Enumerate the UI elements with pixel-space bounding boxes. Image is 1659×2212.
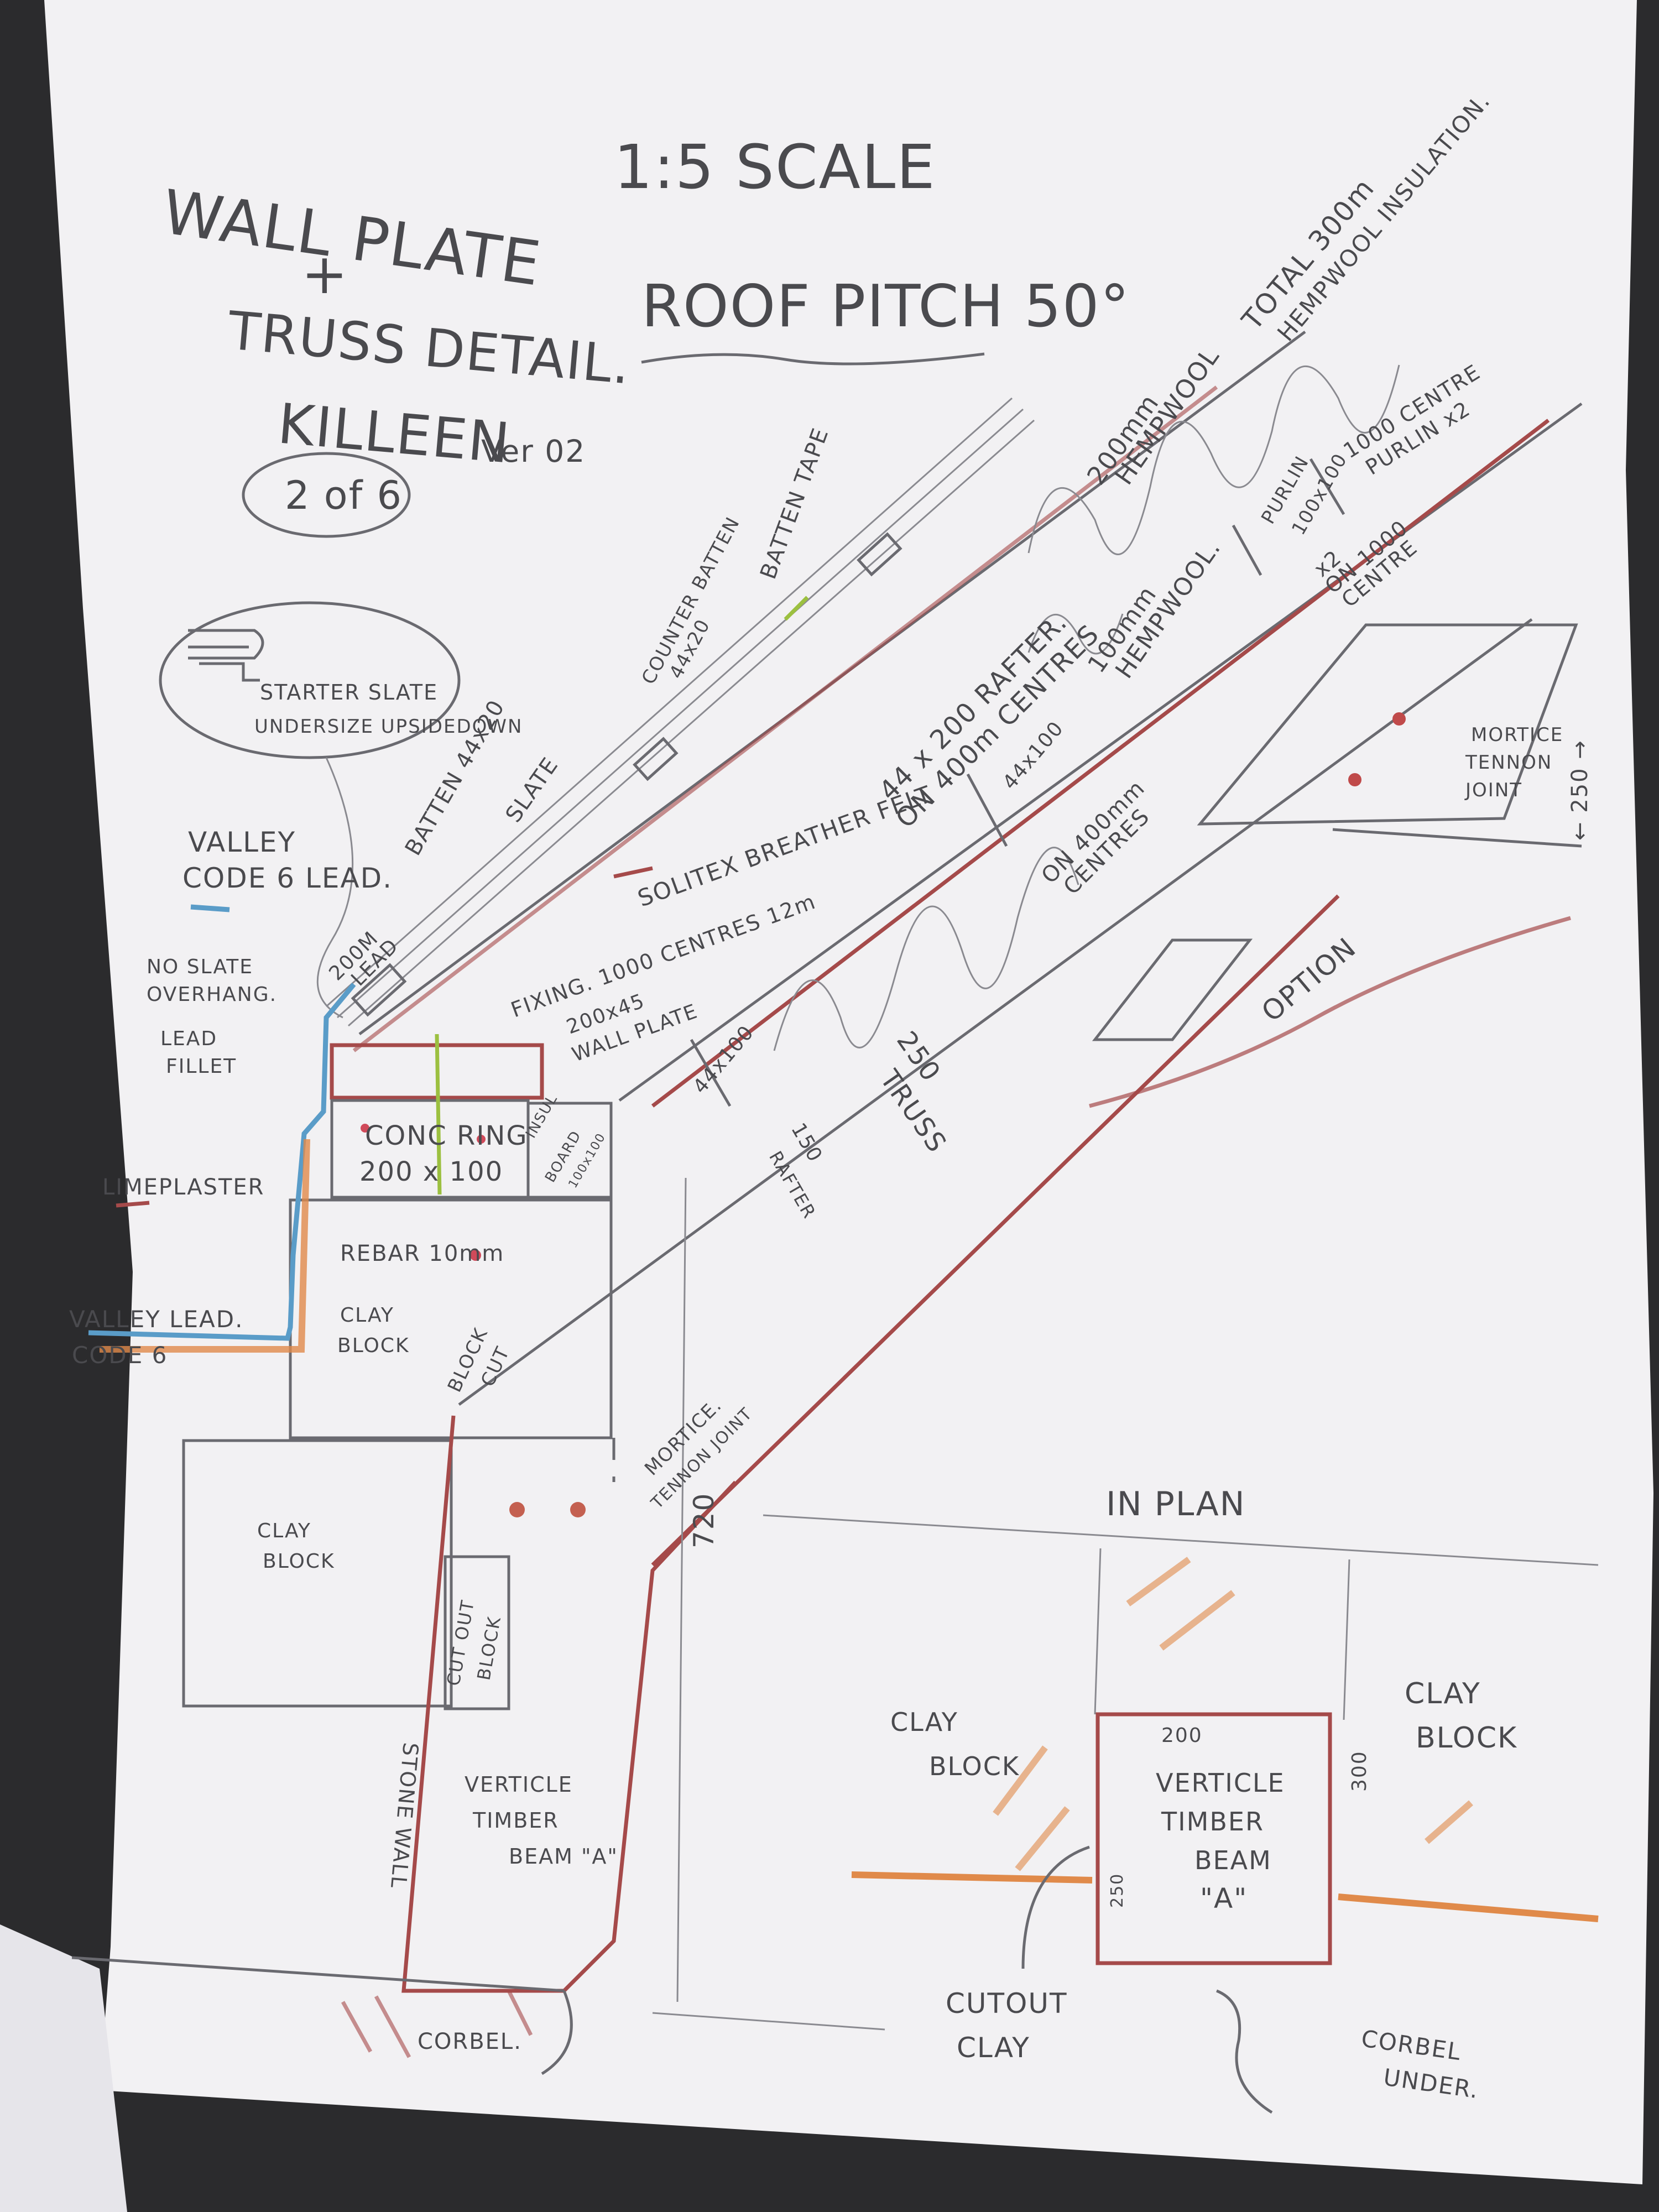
lead-fillet-label-2: FILLET	[166, 1055, 237, 1078]
roof-section	[326, 330, 1583, 1567]
conc-ring-size: 200 x 100	[359, 1156, 503, 1187]
no-overhang-label: NO SLATE	[147, 956, 253, 978]
clay-block-upper-label: CLAY	[340, 1304, 394, 1327]
lead-fillet-label: LEAD	[160, 1027, 217, 1050]
lime-plaster	[100, 1139, 310, 1353]
valley-lead-label-2: CODE 6 LEAD.	[182, 862, 393, 894]
clay-block-upper-label-2: BLOCK	[337, 1334, 410, 1357]
rebar-dot	[470, 1250, 481, 1261]
clay-block-lower-label-2: BLOCK	[263, 1550, 335, 1573]
roof-pitch-label: ROOF PITCH 50°	[641, 273, 1130, 340]
valley-lead-bottom-label-2: CODE 6	[72, 1342, 168, 1369]
corbel-label: CORBEL.	[418, 2029, 522, 2054]
plan-beam-label-4: "A"	[1200, 1882, 1248, 1914]
mortice-upper-label: MORTICE	[1471, 724, 1563, 746]
plan-clay-right: CLAY	[1405, 1677, 1481, 1710]
starter-slate-label: STARTER SLATE	[260, 680, 438, 705]
plan-dim-200: 200	[1161, 1724, 1203, 1747]
title-plus: +	[301, 242, 349, 306]
plan-clay-left-2: BLOCK	[929, 1751, 1020, 1781]
paper-corner-left	[0, 1924, 127, 2212]
starter-slate-label-2: UNDERSIZE UPSIDEDOWN	[254, 716, 523, 738]
plan-beam-label-2: TIMBER	[1161, 1807, 1264, 1837]
starter-slate-callout	[159, 601, 461, 759]
beam-label-3: BEAM "A"	[509, 1844, 618, 1869]
plan-clay-right-2: BLOCK	[1416, 1721, 1517, 1755]
conc-ring-label: CONC RING	[365, 1120, 528, 1151]
title-block: WALL PLATE + TRUSS DETAIL. KILLEEN Ver 0…	[158, 132, 1130, 538]
wall-section	[71, 904, 885, 2075]
rebar-label: REBAR 10mm	[340, 1241, 504, 1266]
sheet-number: 2 of 6	[285, 473, 403, 518]
valley-lead	[88, 983, 356, 1341]
dimension-720-label: 720	[688, 1493, 720, 1548]
scale-label: 1:5 SCALE	[614, 132, 936, 202]
no-overhang-label-2: OVERHANG.	[147, 983, 277, 1006]
version-label: Ver 02	[481, 434, 586, 469]
plan-cutout-label-2: CLAY	[957, 2032, 1030, 2064]
plan-cutout-label: CUTOUT	[946, 1987, 1068, 2020]
clay-block-lower	[182, 1439, 453, 1708]
hempwool-insulation	[773, 364, 1400, 1051]
valley-lead-bottom-label: VALLEY LEAD.	[69, 1306, 243, 1333]
plan-dim-250: 250	[1108, 1873, 1127, 1908]
vertical-timber-beam-outline	[401, 1415, 737, 1993]
mortice-upper-label-3: JOINT	[1464, 779, 1522, 801]
valley-lead-label: VALLEY	[188, 826, 296, 858]
plan-clay-left: CLAY	[890, 1707, 958, 1737]
beam-label-2: TIMBER	[472, 1808, 559, 1833]
sheet-number-circle	[242, 452, 411, 538]
plan-title: IN PLAN	[1106, 1485, 1246, 1524]
plan-dim-300: 300	[1348, 1750, 1371, 1792]
dimension-720	[676, 1177, 687, 2002]
limeplaster-label: LIMEPLASTER	[102, 1175, 264, 1200]
beam-label: VERTICLE	[465, 1772, 573, 1797]
insulation-board	[526, 1102, 613, 1199]
roof-pitch-underline	[641, 352, 985, 366]
cut-out-block	[444, 1555, 510, 1710]
plan-timber-beam	[1095, 1712, 1332, 1965]
plan-beam-label-3: BEAM	[1194, 1845, 1272, 1875]
mortice-upper-label-2: TENNON	[1465, 752, 1552, 774]
clay-block-lower-label: CLAY	[257, 1520, 311, 1542]
mortice-tenon-detail	[1089, 623, 1582, 1108]
plan-beam-label: VERTICLE	[1156, 1768, 1285, 1798]
dimension-250-side: ← 250 →	[1567, 739, 1593, 841]
plan-view	[763, 1514, 1599, 2114]
